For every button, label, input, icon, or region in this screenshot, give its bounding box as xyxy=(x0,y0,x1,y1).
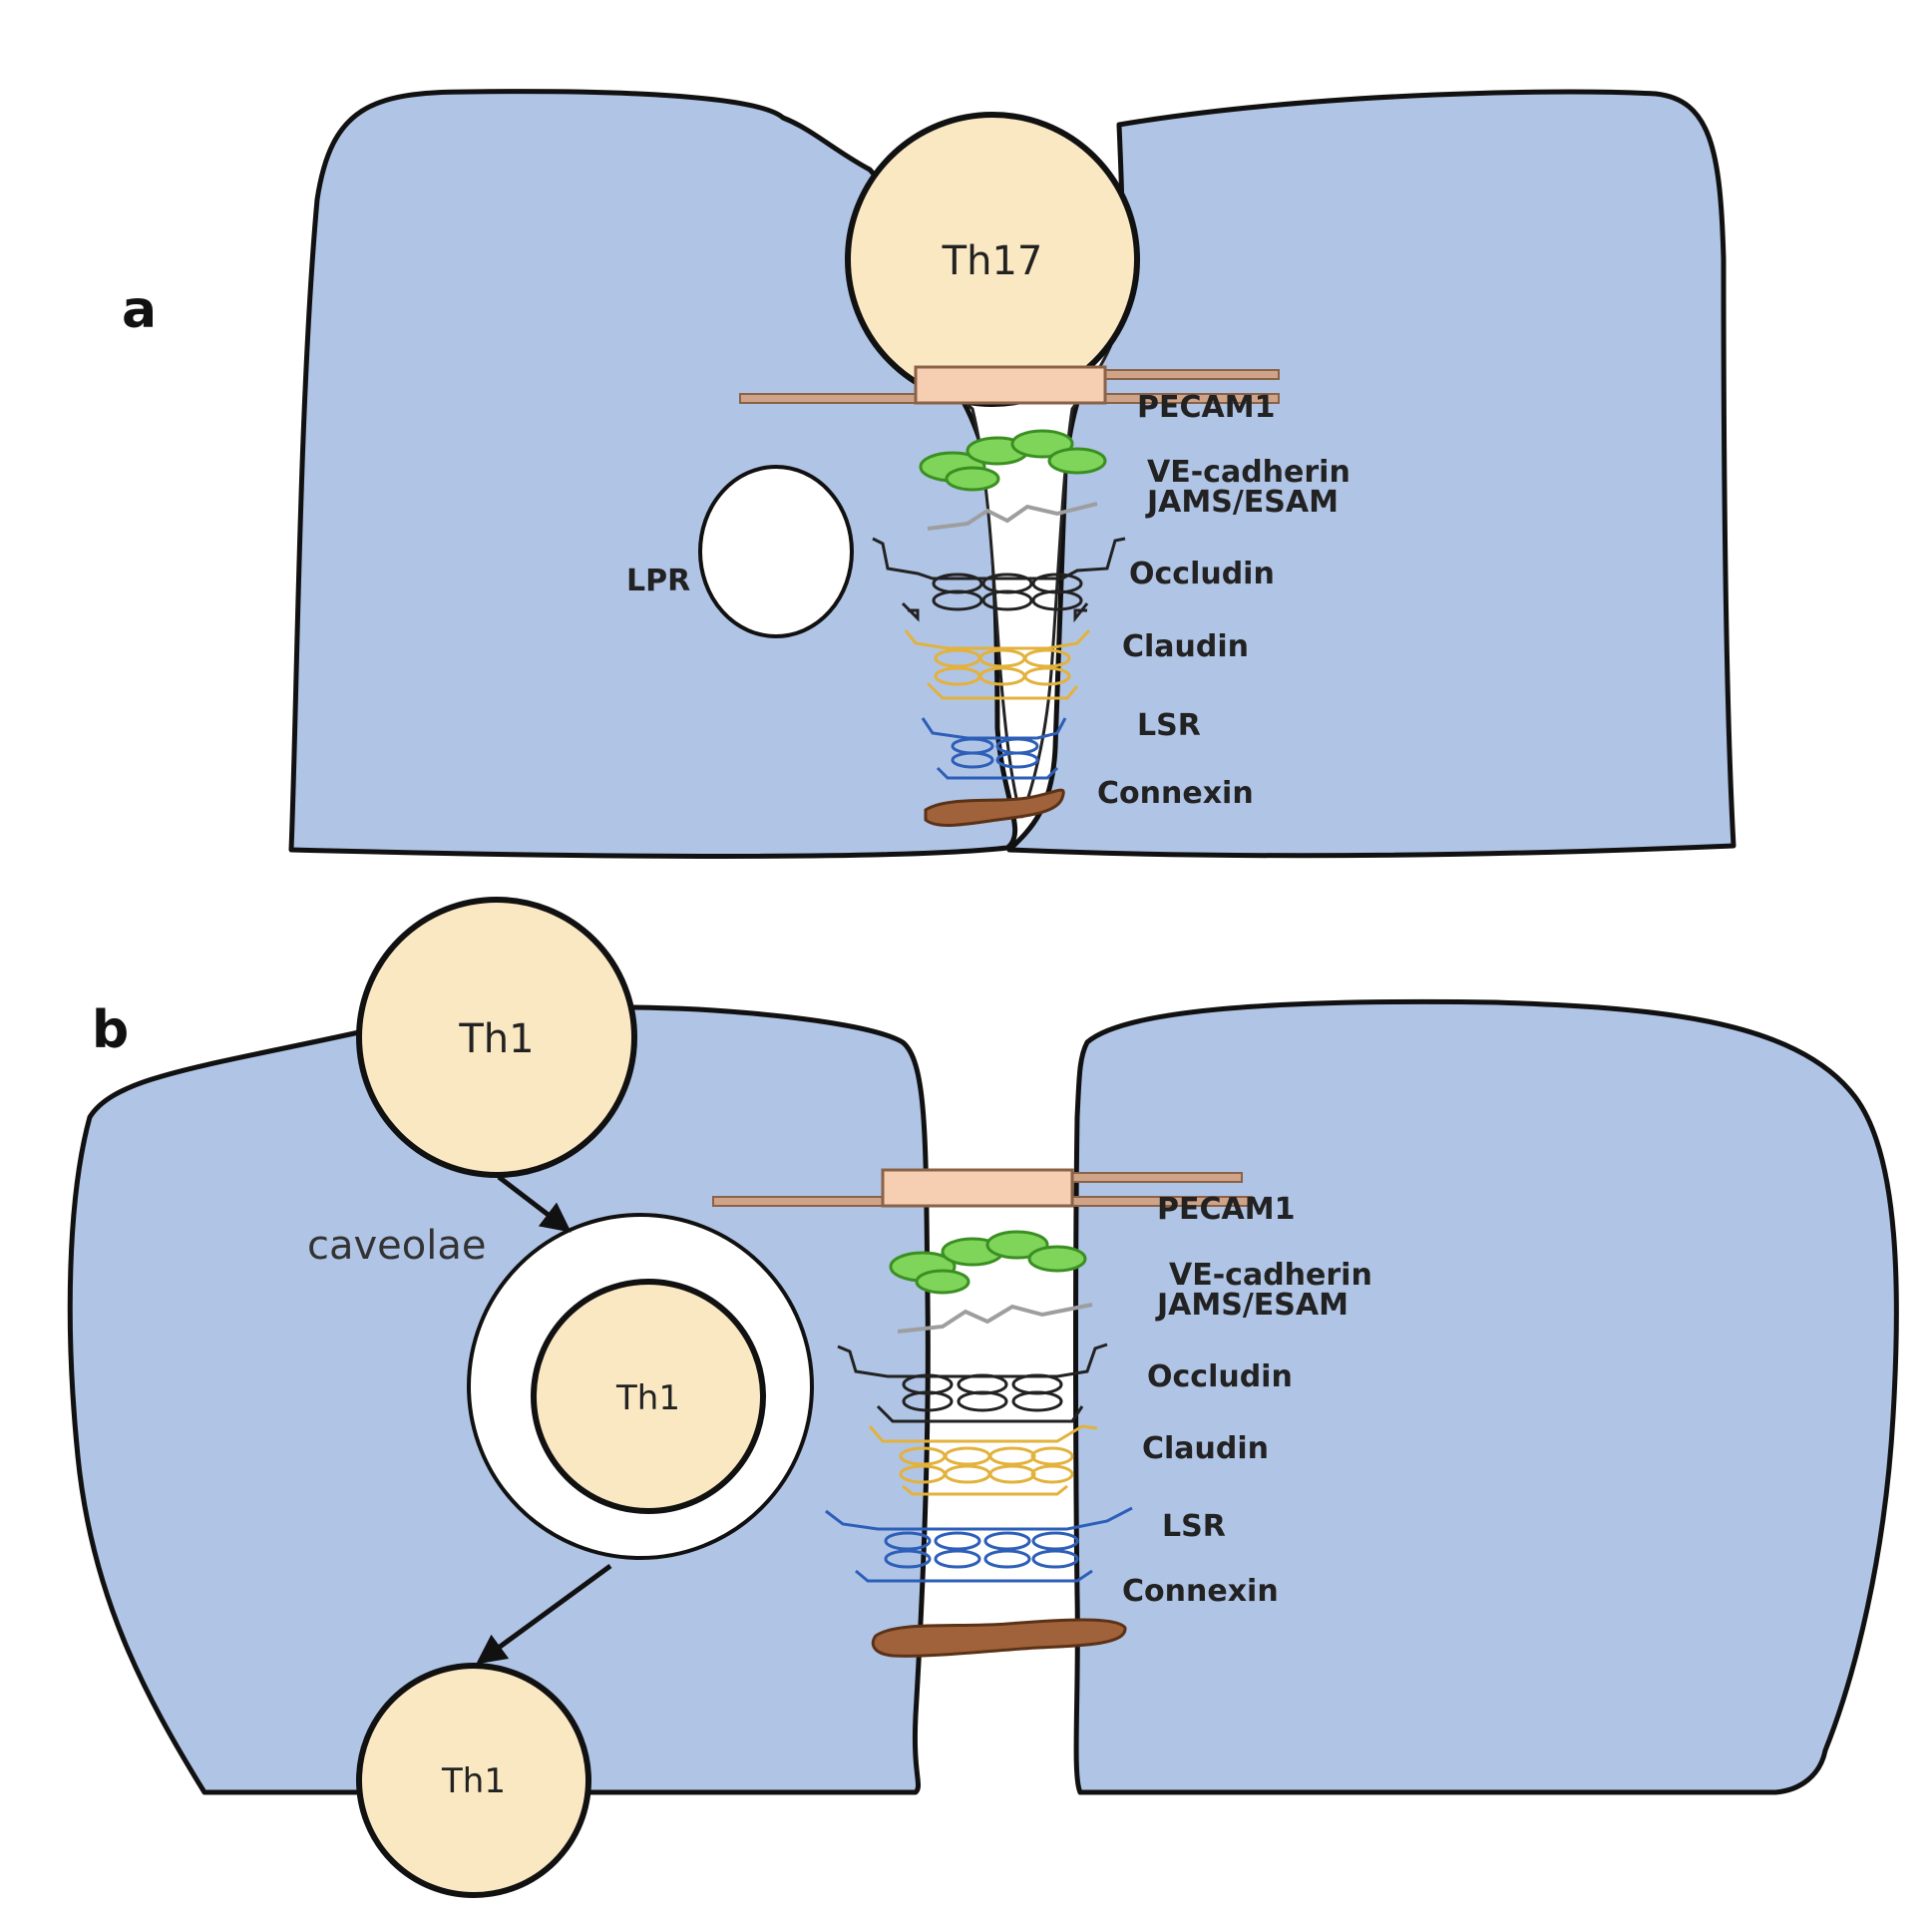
panel-a-pecam1-dimer xyxy=(914,365,1107,405)
panel-a-claudin-complex xyxy=(904,628,1091,700)
panel-a-intercellular-cleft xyxy=(873,299,1119,818)
panel-b-th1-bottom-cell xyxy=(356,1663,591,1898)
panel-b-th1-top-cell xyxy=(356,897,637,1178)
panel-a-ve-cadherin-complex xyxy=(919,429,1107,492)
panel-b-lsr-label: LSR xyxy=(1162,1509,1226,1544)
panel-a-pecam1-label: PECAM1 xyxy=(1137,390,1275,425)
panel-b-th1-top-label: Th1 xyxy=(458,1016,534,1062)
panel-a-ve-cadherin-label: VE-cadherin xyxy=(1147,455,1351,490)
panel-b-ve-cadherin-label: VE-cadherin xyxy=(1169,1258,1372,1293)
panel-b-connexin-channel xyxy=(871,1618,1127,1658)
panel-b-arrow-exit xyxy=(476,1563,612,1665)
panel-b-ve-cadherin-complex xyxy=(889,1230,1087,1295)
panel-b-th1-bottom-label: Th1 xyxy=(441,1761,506,1801)
panel-b: b Th1 caveolae Th1 Th1 xyxy=(67,897,1899,1898)
panel-a-connexin-label: Connexin xyxy=(1097,776,1254,811)
panel-b-occludin-complex xyxy=(837,1343,1108,1423)
panel-a-jams-esam-label: JAMS/ESAM xyxy=(1145,485,1339,520)
panel-b-letter: b xyxy=(92,1000,129,1060)
panel-a-cleft-right-membrane xyxy=(1019,298,1121,819)
panel-b-arrow-entry xyxy=(497,1175,572,1233)
panel-b-lsr-complex xyxy=(825,1506,1133,1583)
panel-a-occludin-complex xyxy=(872,537,1126,623)
panel-b-th1-caveolae-label: Th1 xyxy=(615,1378,680,1418)
panel-b-pecam1-dimer xyxy=(881,1168,1074,1208)
panel-a-lpr-vesicle xyxy=(698,465,854,638)
panel-b-connexin-label: Connexin xyxy=(1122,1574,1279,1609)
panel-a-jams-esam-complex xyxy=(927,502,1098,531)
panel-a-lsr-complex xyxy=(921,717,1067,780)
panel-a-lpr-label: LPR xyxy=(626,564,690,598)
panel-b-caveolae-label: caveolae xyxy=(307,1223,487,1269)
panel-b-pecam1-label: PECAM1 xyxy=(1157,1192,1295,1227)
panel-b-pecam1-right-bar xyxy=(1066,1172,1243,1183)
panel-a-letter: a xyxy=(122,280,157,340)
panel-b-claudin-label: Claudin xyxy=(1142,1431,1269,1466)
panel-b-jams-esam-complex xyxy=(897,1303,1093,1334)
panel-a-claudin-label: Claudin xyxy=(1122,629,1249,664)
panel-b-claudin-complex xyxy=(868,1424,1098,1496)
panel-a-connexin-channel xyxy=(924,788,1065,827)
panel-b-th1-caveolae-cell xyxy=(531,1279,766,1514)
panel-a-th17-label: Th17 xyxy=(942,238,1043,284)
panel-a-lsr-label: LSR xyxy=(1137,708,1201,743)
panel-a: a Th17 LPR xyxy=(122,89,1737,859)
panel-b-occludin-label: Occludin xyxy=(1147,1359,1293,1394)
panel-a-right-endothelial-cell xyxy=(1006,89,1737,859)
panel-b-jams-esam-label: JAMS/ESAM xyxy=(1155,1288,1349,1323)
panel-b-right-endothelial-cell xyxy=(1073,998,1899,1795)
panel-a-occludin-label: Occludin xyxy=(1129,557,1275,591)
